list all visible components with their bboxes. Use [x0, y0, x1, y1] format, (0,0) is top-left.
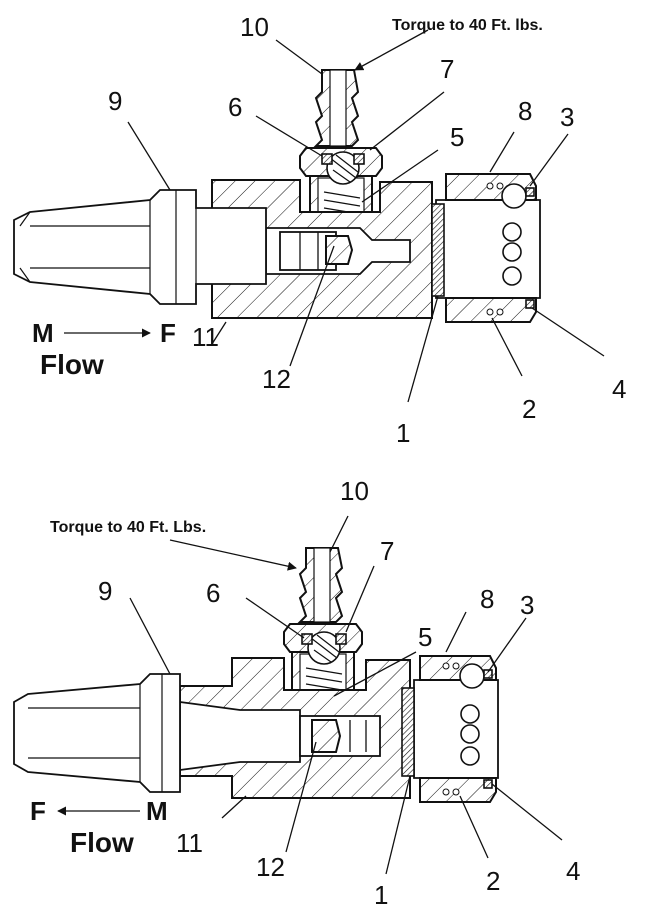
callout-8-bottom: 8 — [480, 584, 494, 614]
torque-note: Torque to 40 Ft. lbs. — [392, 17, 543, 34]
callout-8-top: 8 — [518, 96, 532, 126]
o-ring-upper-2 — [353, 153, 365, 165]
callout-2-bottom: 2 — [486, 866, 500, 896]
flow-from-top: M — [32, 318, 54, 348]
callout-1-bottom: 1 — [374, 880, 388, 909]
callout-10-top: 10 — [240, 12, 269, 42]
callout-12-top: 12 — [262, 364, 291, 394]
callout-3-bottom: 3 — [520, 590, 534, 620]
female-coupler-lower — [401, 655, 499, 803]
callout-3-top: 3 — [560, 102, 574, 132]
male-stem — [13, 189, 267, 305]
view-top: Torque to 40 Ft. lbs. 10 7 9 6 5 8 3 11 … — [13, 12, 626, 448]
callout-6-bottom: 6 — [206, 578, 220, 608]
callout-2-top: 2 — [522, 394, 536, 424]
o-ring-seal — [431, 203, 445, 297]
callout-7-top: 7 — [440, 54, 454, 84]
callout-11-top: 11 — [192, 322, 219, 352]
callout-11-bottom: 11 — [176, 828, 203, 858]
female-coupler — [431, 173, 541, 323]
callout-12-bottom: 12 — [256, 852, 285, 882]
callout-10-bottom: 10 — [340, 476, 369, 506]
flow-label-bottom: Flow — [70, 827, 134, 858]
callout-6-top: 6 — [228, 92, 242, 122]
callout-9-top: 9 — [108, 86, 122, 116]
callout-7-bottom: 7 — [380, 536, 394, 566]
male-stem-lower — [13, 673, 181, 793]
callout-5-top: 5 — [450, 122, 464, 152]
view-bottom: Torque to 40 Ft. Lbs. 10 7 9 6 5 8 3 11 … — [13, 476, 580, 909]
callout-4-top: 4 — [612, 374, 626, 404]
callout-9-bottom: 9 — [98, 576, 112, 606]
o-ring-upper — [321, 153, 333, 165]
hose-barb-fitting — [299, 69, 383, 215]
callout-5-bottom: 5 — [418, 622, 432, 652]
torque-arrow-lower — [169, 539, 297, 571]
flow-to-top: F — [160, 318, 176, 348]
torque-arrow — [354, 29, 429, 71]
flow-label-top: Flow — [40, 349, 104, 380]
torque-note-lower: Torque to 40 Ft. Lbs. — [50, 519, 206, 536]
callout-1-top: 1 — [396, 418, 410, 448]
o-ring-upper-lower — [301, 633, 313, 645]
flow-to-bottom: M — [146, 796, 168, 826]
o-ring-seal-lower — [401, 687, 415, 777]
callout-4-bottom: 4 — [566, 856, 580, 886]
flow-from-bottom: F — [30, 796, 46, 826]
